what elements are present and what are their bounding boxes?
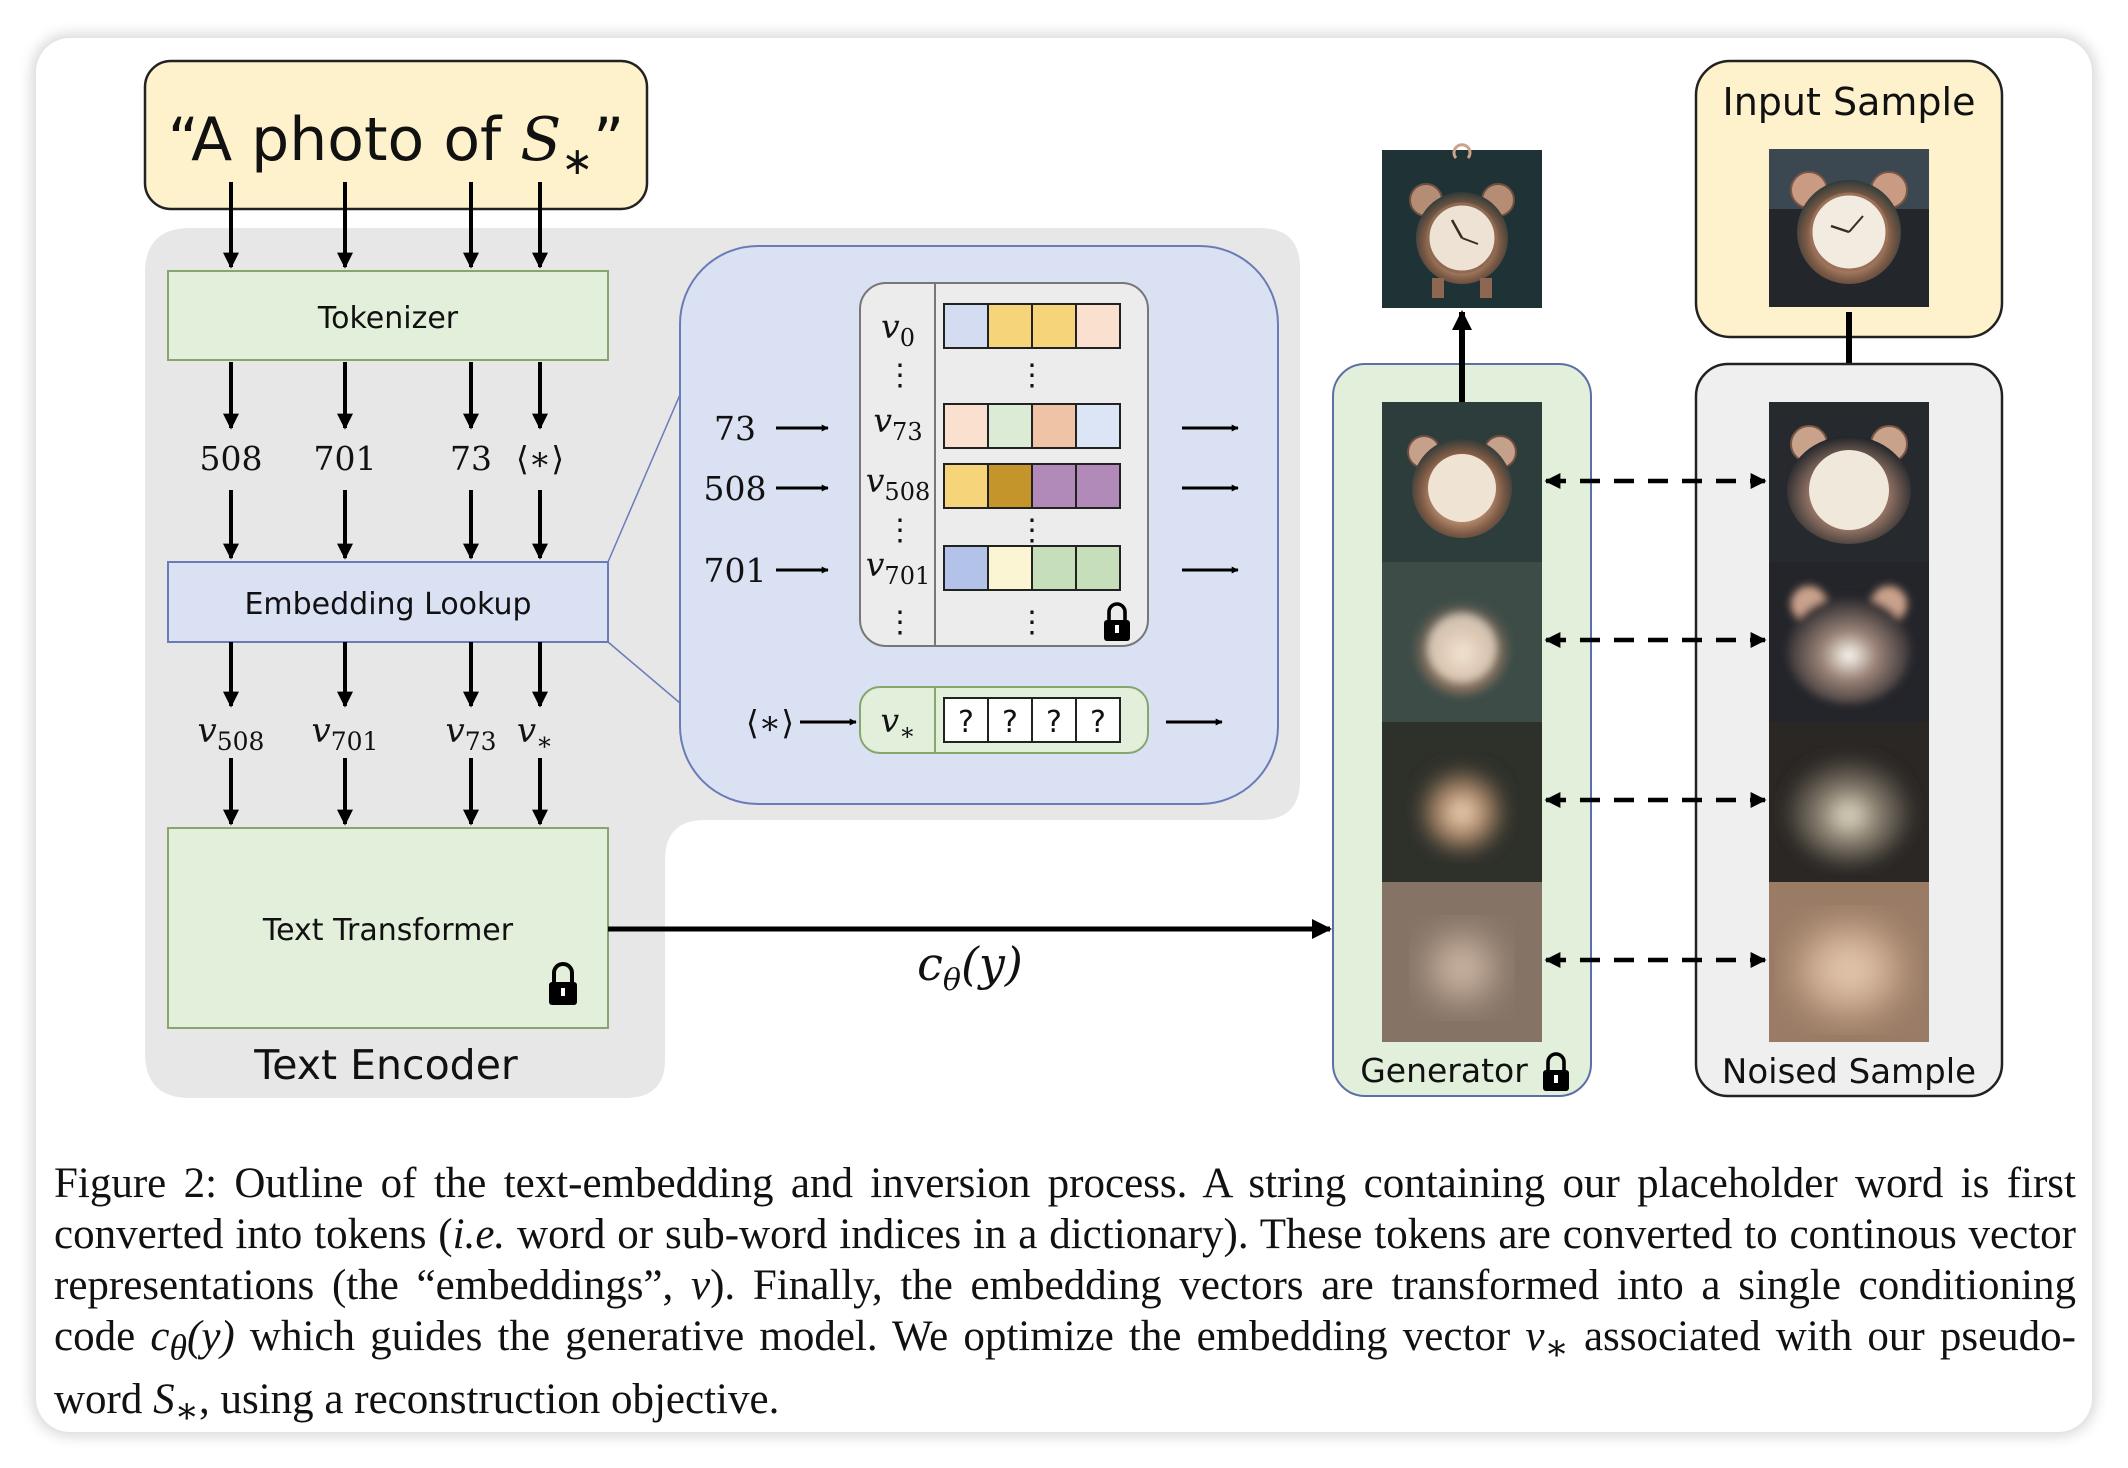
placeholder-cell xyxy=(1075,697,1121,743)
placeholder-cell-label: ? xyxy=(1046,705,1062,740)
input-sample-image xyxy=(1769,149,1929,307)
vector-cell xyxy=(1075,403,1121,449)
lock-icon xyxy=(1104,602,1130,641)
tokenizer-to-ids-arrows xyxy=(223,362,548,430)
vector-cell xyxy=(987,403,1033,449)
generator-frame xyxy=(1382,722,1542,882)
ids-to-lookup-arrows xyxy=(223,490,548,560)
lookup-to-vectors-arrows xyxy=(223,642,548,708)
generator-frame xyxy=(1382,402,1542,562)
token-ids: 508 701 73 ⟨∗⟩ xyxy=(200,439,565,478)
vector-cell xyxy=(943,303,989,349)
lookup-input-id: 508 xyxy=(704,469,767,508)
vector-cell xyxy=(1031,545,1077,591)
figure-caption: Figure 2: Outline of the text-embedding … xyxy=(54,1160,2077,1431)
placeholder-cell-label: ? xyxy=(958,705,974,740)
prompt-box: “A photo of S∗” xyxy=(143,59,649,211)
token-id: ⟨∗⟩ xyxy=(516,439,564,478)
placeholder-cell-label: ? xyxy=(1090,705,1106,740)
placeholder-input-id: ⟨∗⟩ xyxy=(746,703,794,742)
embedding-lookup-box: Embedding Lookup xyxy=(167,561,609,643)
text-encoder-title: Text Encoder xyxy=(253,1041,518,1089)
lock-icon xyxy=(549,962,577,1005)
tokenizer-box: Tokenizer xyxy=(167,270,609,361)
lookup-ellipses: ⋮ ⋮ ⋮ ⋮ ⋮ ⋮ xyxy=(885,358,1047,640)
placeholder-cell-label: ? xyxy=(1002,705,1018,740)
placeholder-cell xyxy=(987,697,1033,743)
lookup-output-arrows xyxy=(1166,424,1239,726)
tokenizer-label: Tokenizer xyxy=(317,301,459,336)
generator-frames xyxy=(1382,402,1542,1042)
noised-sample-label: Noised Sample xyxy=(1722,1052,1976,1092)
token-id: 508 xyxy=(200,439,263,478)
embedding-vector-label: v73 xyxy=(445,711,496,756)
lookup-row-label: v0 xyxy=(881,307,915,352)
noised-frame xyxy=(1769,402,1929,562)
lock-icon xyxy=(1543,1052,1569,1091)
placeholder-cell xyxy=(943,697,989,743)
embedding-vector-label: v701 xyxy=(312,711,379,756)
text-transformer-label: Text Transformer xyxy=(262,913,514,948)
lookup-input-id: 73 xyxy=(714,409,756,448)
ellipsis: ⋮ xyxy=(1017,358,1047,393)
lookup-row-labels: v0 v73 v508 v701 xyxy=(866,307,930,590)
noised-frames xyxy=(1769,402,1929,1042)
ellipsis: ⋮ xyxy=(1017,513,1047,548)
vector-cell xyxy=(987,463,1033,509)
noised-frame xyxy=(1769,722,1929,882)
generator-label: Generator xyxy=(1360,1051,1528,1090)
lookup-input-arrows xyxy=(776,424,857,726)
generated-output-image xyxy=(1382,143,1542,308)
lookup-vector-cells xyxy=(943,303,1121,591)
noised-frame xyxy=(1769,562,1929,722)
vector-cell xyxy=(1031,463,1077,509)
vector-cell xyxy=(943,545,989,591)
vectors-to-transformer-arrows xyxy=(223,758,548,826)
generator-frame xyxy=(1382,882,1542,1042)
token-id: 701 xyxy=(314,439,377,478)
embedding-vector-label: v∗ xyxy=(517,711,553,756)
token-id: 73 xyxy=(450,439,492,478)
vector-cell xyxy=(1031,403,1077,449)
lookup-input-id: 701 xyxy=(704,551,767,590)
placeholder-vector-label: v∗ xyxy=(881,701,916,746)
lookup-row-label: v701 xyxy=(866,545,930,590)
input-sample-label: Input Sample xyxy=(1723,80,1976,124)
lookup-row-label: v73 xyxy=(873,401,922,446)
embedding-lookup-label: Embedding Lookup xyxy=(244,587,531,622)
lookup-inputs: 73 508 701 ⟨∗⟩ xyxy=(704,409,795,742)
prompt-text: “A photo of S∗” xyxy=(168,105,625,183)
vector-cell xyxy=(987,303,1033,349)
text-transformer-box: Text Transformer xyxy=(167,827,609,1029)
embedding-vector-label: v508 xyxy=(198,711,265,756)
vector-cell xyxy=(1075,303,1121,349)
conditioning-label: cθ(y) xyxy=(917,937,1023,998)
vector-cell xyxy=(1075,545,1121,591)
input-sample-box: Input Sample xyxy=(1694,59,2004,339)
correspondence-arrows xyxy=(1544,473,1767,968)
vector-cell xyxy=(1031,303,1077,349)
ellipsis: ⋮ xyxy=(885,513,915,548)
prompt-to-tokenizer-arrows xyxy=(223,182,548,269)
ellipsis: ⋮ xyxy=(885,605,915,640)
vector-cell xyxy=(943,463,989,509)
generator-frame xyxy=(1382,562,1542,722)
vector-cell xyxy=(943,403,989,449)
embedding-vectors: v508 v701 v73 v∗ xyxy=(198,711,554,756)
placeholder-vector-cells: ???? xyxy=(943,697,1121,743)
vector-cell xyxy=(1075,463,1121,509)
lookup-row-label: v508 xyxy=(866,461,930,506)
vector-cell xyxy=(987,545,1033,591)
ellipsis: ⋮ xyxy=(885,358,915,393)
ellipsis: ⋮ xyxy=(1017,605,1047,640)
noised-frame xyxy=(1769,882,1929,1042)
